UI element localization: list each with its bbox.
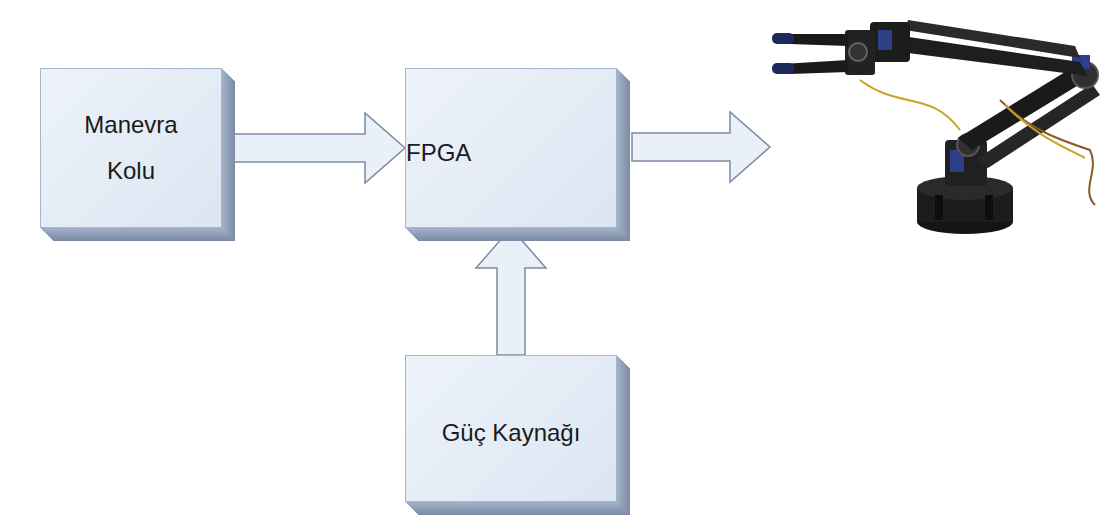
box-label: FPGA <box>406 130 471 176</box>
process-box: Güç Kaynağı <box>405 355 617 502</box>
block-arrow <box>222 113 405 183</box>
block-arrow <box>632 112 770 182</box>
robot-arm-illustration <box>772 20 1100 234</box>
box-label: Manevra Kolu <box>71 102 191 193</box>
box-label: Güç Kaynağı <box>442 410 581 456</box>
process-box: Manevra Kolu <box>40 68 222 228</box>
block-arrow <box>476 228 546 355</box>
process-box: FPGA <box>405 68 617 228</box>
